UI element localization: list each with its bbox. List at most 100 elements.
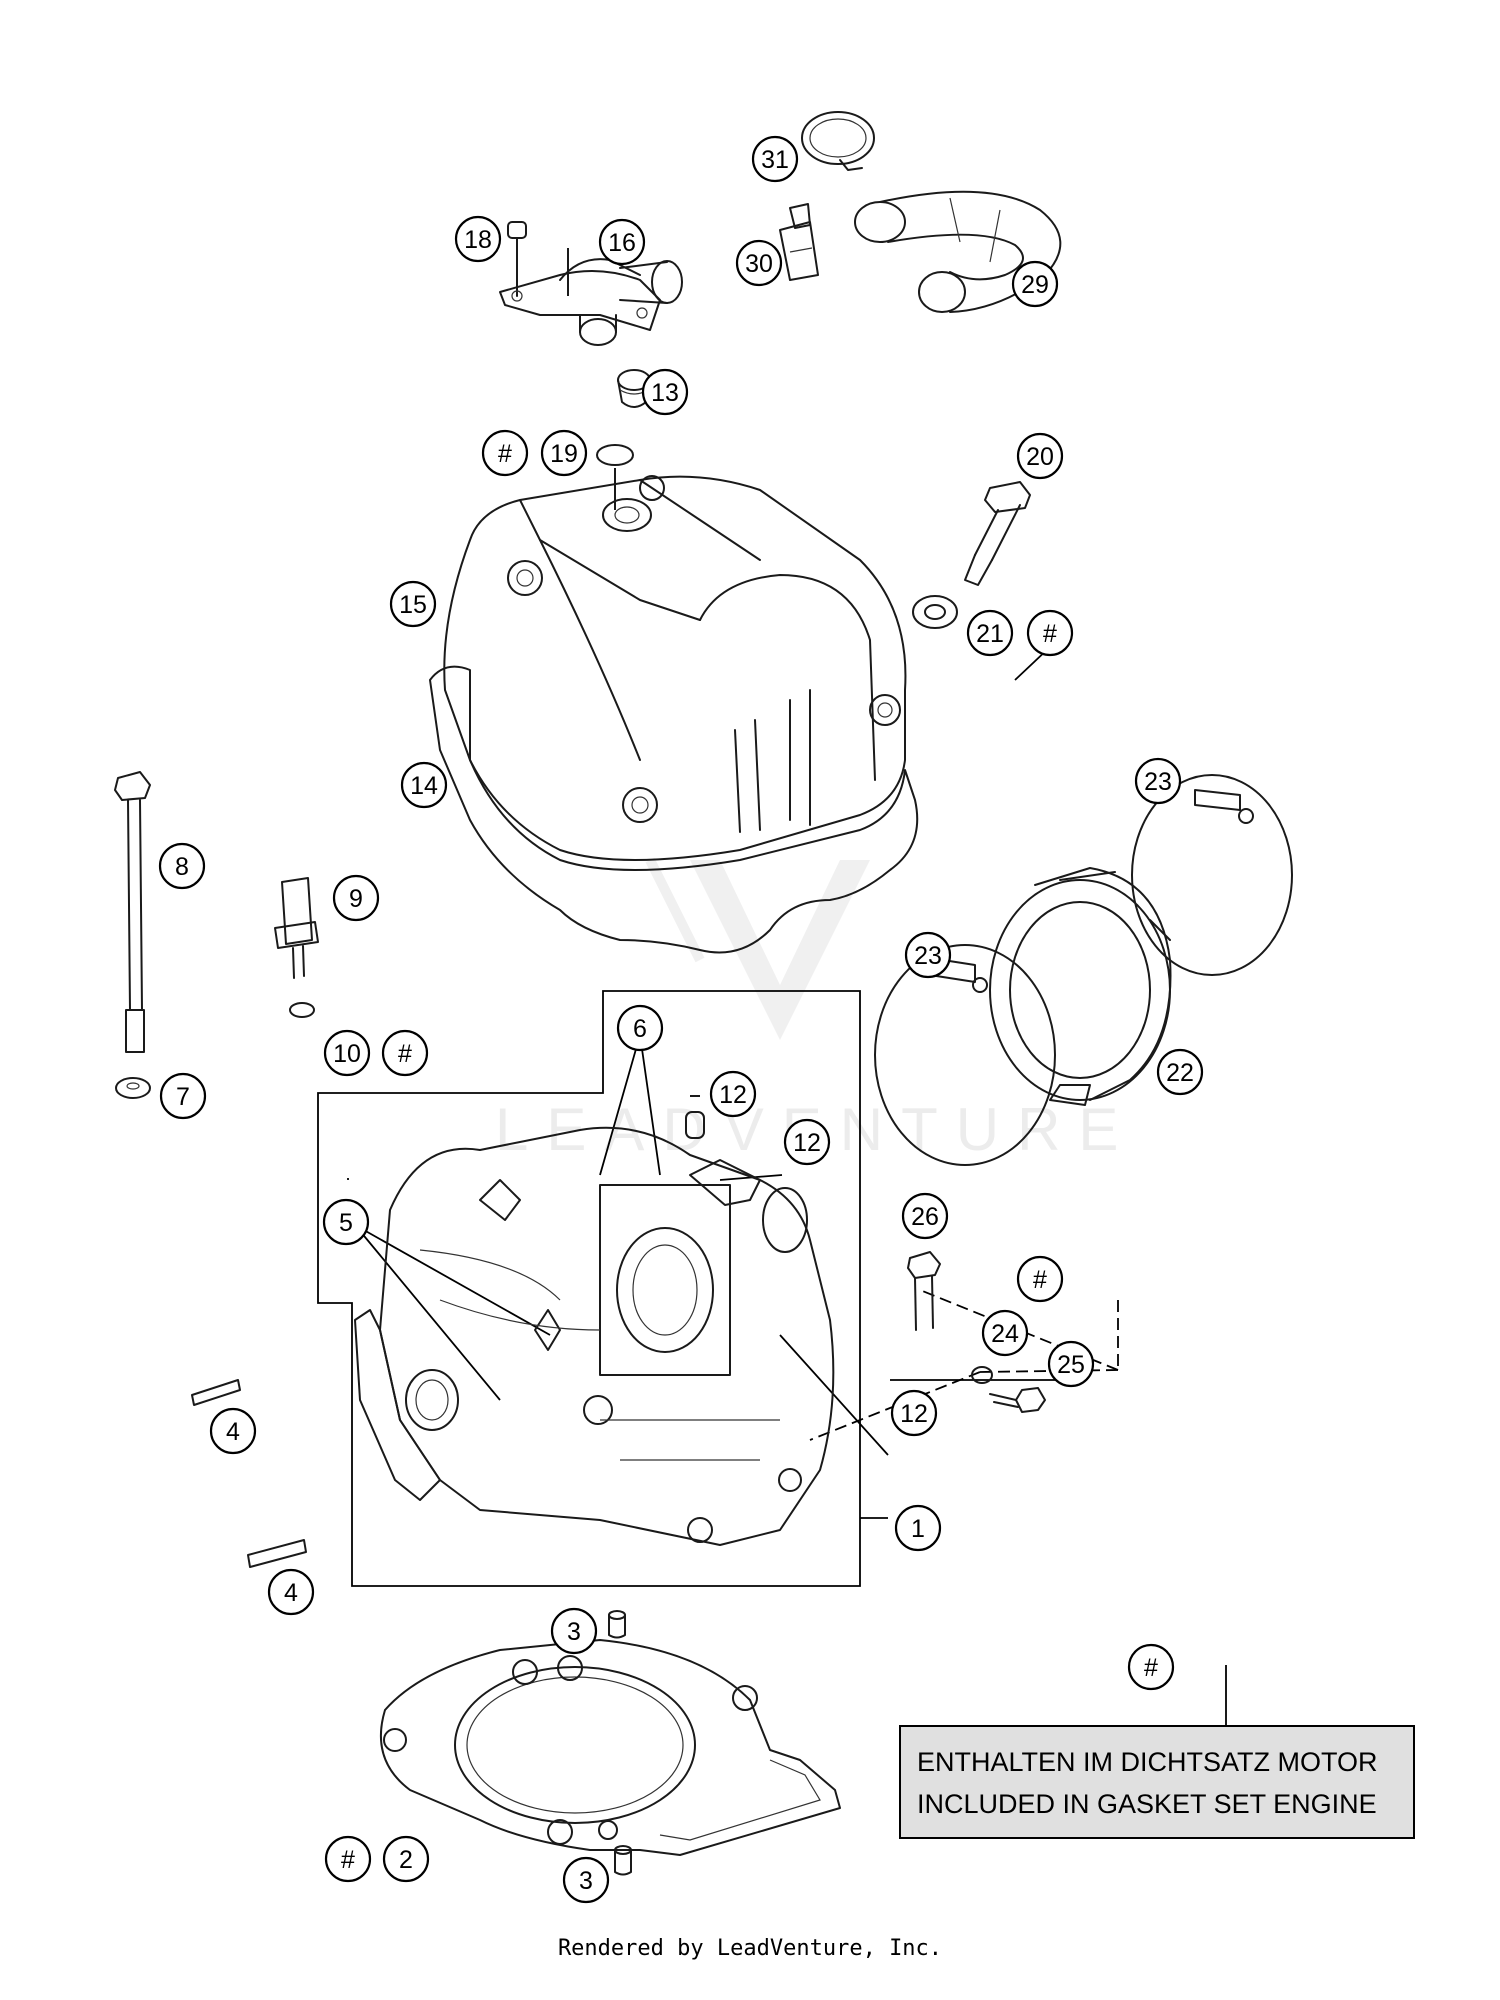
callout-number: 23 [914, 942, 942, 970]
callout-part-12: 12 [783, 1118, 831, 1166]
callout-number: 3 [567, 1618, 581, 1646]
callout-number: # [1033, 1266, 1047, 1294]
callout-number: 23 [1144, 768, 1172, 796]
callout-part-24: 24 [981, 1309, 1029, 1357]
sensor-o-ring-part [289, 1002, 315, 1018]
leader-lines [347, 248, 1227, 1738]
dowel-pin-lower-part [247, 1539, 307, 1568]
callout-number: 16 [608, 229, 636, 257]
callout-part-14: 14 [400, 761, 448, 809]
callout-gasket-set-marker: # [481, 429, 529, 477]
callout-number: 24 [991, 1320, 1019, 1348]
callout-number: # [1043, 620, 1057, 648]
callout-number: 29 [1021, 271, 1049, 299]
callout-part-3: 3 [550, 1607, 598, 1655]
callout-part-30: 30 [735, 239, 783, 287]
callout-gasket-set-marker: # [324, 1835, 372, 1883]
washer-part [115, 1077, 151, 1099]
callout-part-4: 4 [209, 1407, 257, 1455]
callout-part-5: 5 [322, 1198, 370, 1246]
leadventure-watermark: LEADVENTURE [495, 857, 1118, 1163]
callout-number: 3 [579, 1867, 593, 1895]
callout-number: 19 [550, 440, 578, 468]
callout-part-4: 4 [267, 1568, 315, 1616]
callout-number: # [498, 440, 512, 468]
o-ring-part [596, 444, 634, 466]
callout-number: 12 [900, 1400, 928, 1428]
note-line-english: INCLUDED IN GASKET SET ENGINE [917, 1789, 1377, 1819]
callout-number: 5 [339, 1209, 353, 1237]
callout-part-12: 12 [709, 1070, 757, 1118]
callout-part-8: 8 [158, 842, 206, 890]
callout-number: # [1144, 1654, 1158, 1682]
callout-number: 4 [226, 1418, 240, 1446]
callout-part-29: 29 [1011, 260, 1059, 308]
callout-number: 18 [464, 226, 492, 254]
callout-number: 6 [633, 1015, 647, 1043]
callout-number: 14 [410, 772, 438, 800]
intake-manifold-part [989, 867, 1172, 1106]
gasket-set-note: ENTHALTEN IM DICHTSATZ MOTOR INCLUDED IN… [899, 1725, 1415, 1839]
callout-number: # [398, 1040, 412, 1068]
callout-part-18: 18 [454, 215, 502, 263]
head-gasket-part [379, 1639, 841, 1856]
note-line-german: ENTHALTEN IM DICHTSATZ MOTOR [917, 1747, 1378, 1777]
valve-cover-gasket-part [429, 665, 919, 954]
callout-number: 20 [1026, 443, 1054, 471]
callout-number: 21 [976, 620, 1004, 648]
callout-part-1: 1 [894, 1504, 942, 1552]
callout-number: 7 [176, 1083, 190, 1111]
small-bolt-part [989, 1387, 1046, 1413]
valve-stem-seal-part [685, 1111, 705, 1139]
callout-number: 25 [1057, 1351, 1085, 1379]
cylinder-head-group-frame [317, 990, 861, 1587]
footer-credit: Rendered by LeadVenture, Inc. [557, 1936, 943, 1961]
callout-part-22: 22 [1156, 1048, 1204, 1096]
sleeve-upper-part [608, 1610, 626, 1639]
valve-cover-part [443, 475, 907, 861]
callout-part-23: 23 [904, 931, 952, 979]
callout-number: 12 [719, 1081, 747, 1109]
callout-part-10: 10 [323, 1029, 371, 1077]
callout-part-16: 16 [598, 218, 646, 266]
thermostat-housing-part [499, 258, 683, 346]
callout-number: 9 [349, 885, 363, 913]
callout-number: 22 [1166, 1059, 1194, 1087]
callout-part-20: 20 [1016, 432, 1064, 480]
cylinder-head-part [354, 1126, 835, 1546]
callout-part-25: 25 [1047, 1340, 1095, 1388]
callout-part-9: 9 [332, 874, 380, 922]
callout-part-12: 12 [890, 1389, 938, 1437]
small-washer-part [971, 1366, 993, 1384]
callout-number: 15 [399, 591, 427, 619]
callout-number: 8 [175, 853, 189, 881]
cover-bolt-part [964, 481, 1031, 586]
hose-part [854, 190, 1062, 313]
callout-number: 4 [284, 1579, 298, 1607]
callout-number: 26 [911, 1203, 939, 1231]
callout-number: 10 [333, 1040, 361, 1068]
callout-part-2: 2 [382, 1835, 430, 1883]
callout-number: 30 [745, 250, 773, 278]
callout-number: # [341, 1846, 355, 1874]
washer-seal-part [912, 595, 958, 629]
callout-number: 12 [793, 1129, 821, 1157]
callout-number: 1 [911, 1515, 925, 1543]
callout-part-6: 6 [616, 1004, 664, 1052]
callout-gasket-set-marker: # [1127, 1643, 1175, 1691]
callout-gasket-set-marker: # [381, 1029, 429, 1077]
callout-part-7: 7 [159, 1072, 207, 1120]
callout-part-19: 19 [540, 429, 588, 477]
banjo-bolt-part [907, 1251, 941, 1331]
sensor-part [779, 203, 819, 281]
callout-part-13: 13 [641, 368, 689, 416]
dowel-pin-upper-part [191, 1379, 241, 1406]
callout-number: 2 [399, 1846, 413, 1874]
callout-gasket-set-marker: # [1016, 1255, 1064, 1303]
callout-part-3: 3 [562, 1856, 610, 1904]
hose-clamp-part [801, 111, 875, 171]
callout-number: 13 [651, 379, 679, 407]
temperature-sensor-part [274, 877, 319, 979]
